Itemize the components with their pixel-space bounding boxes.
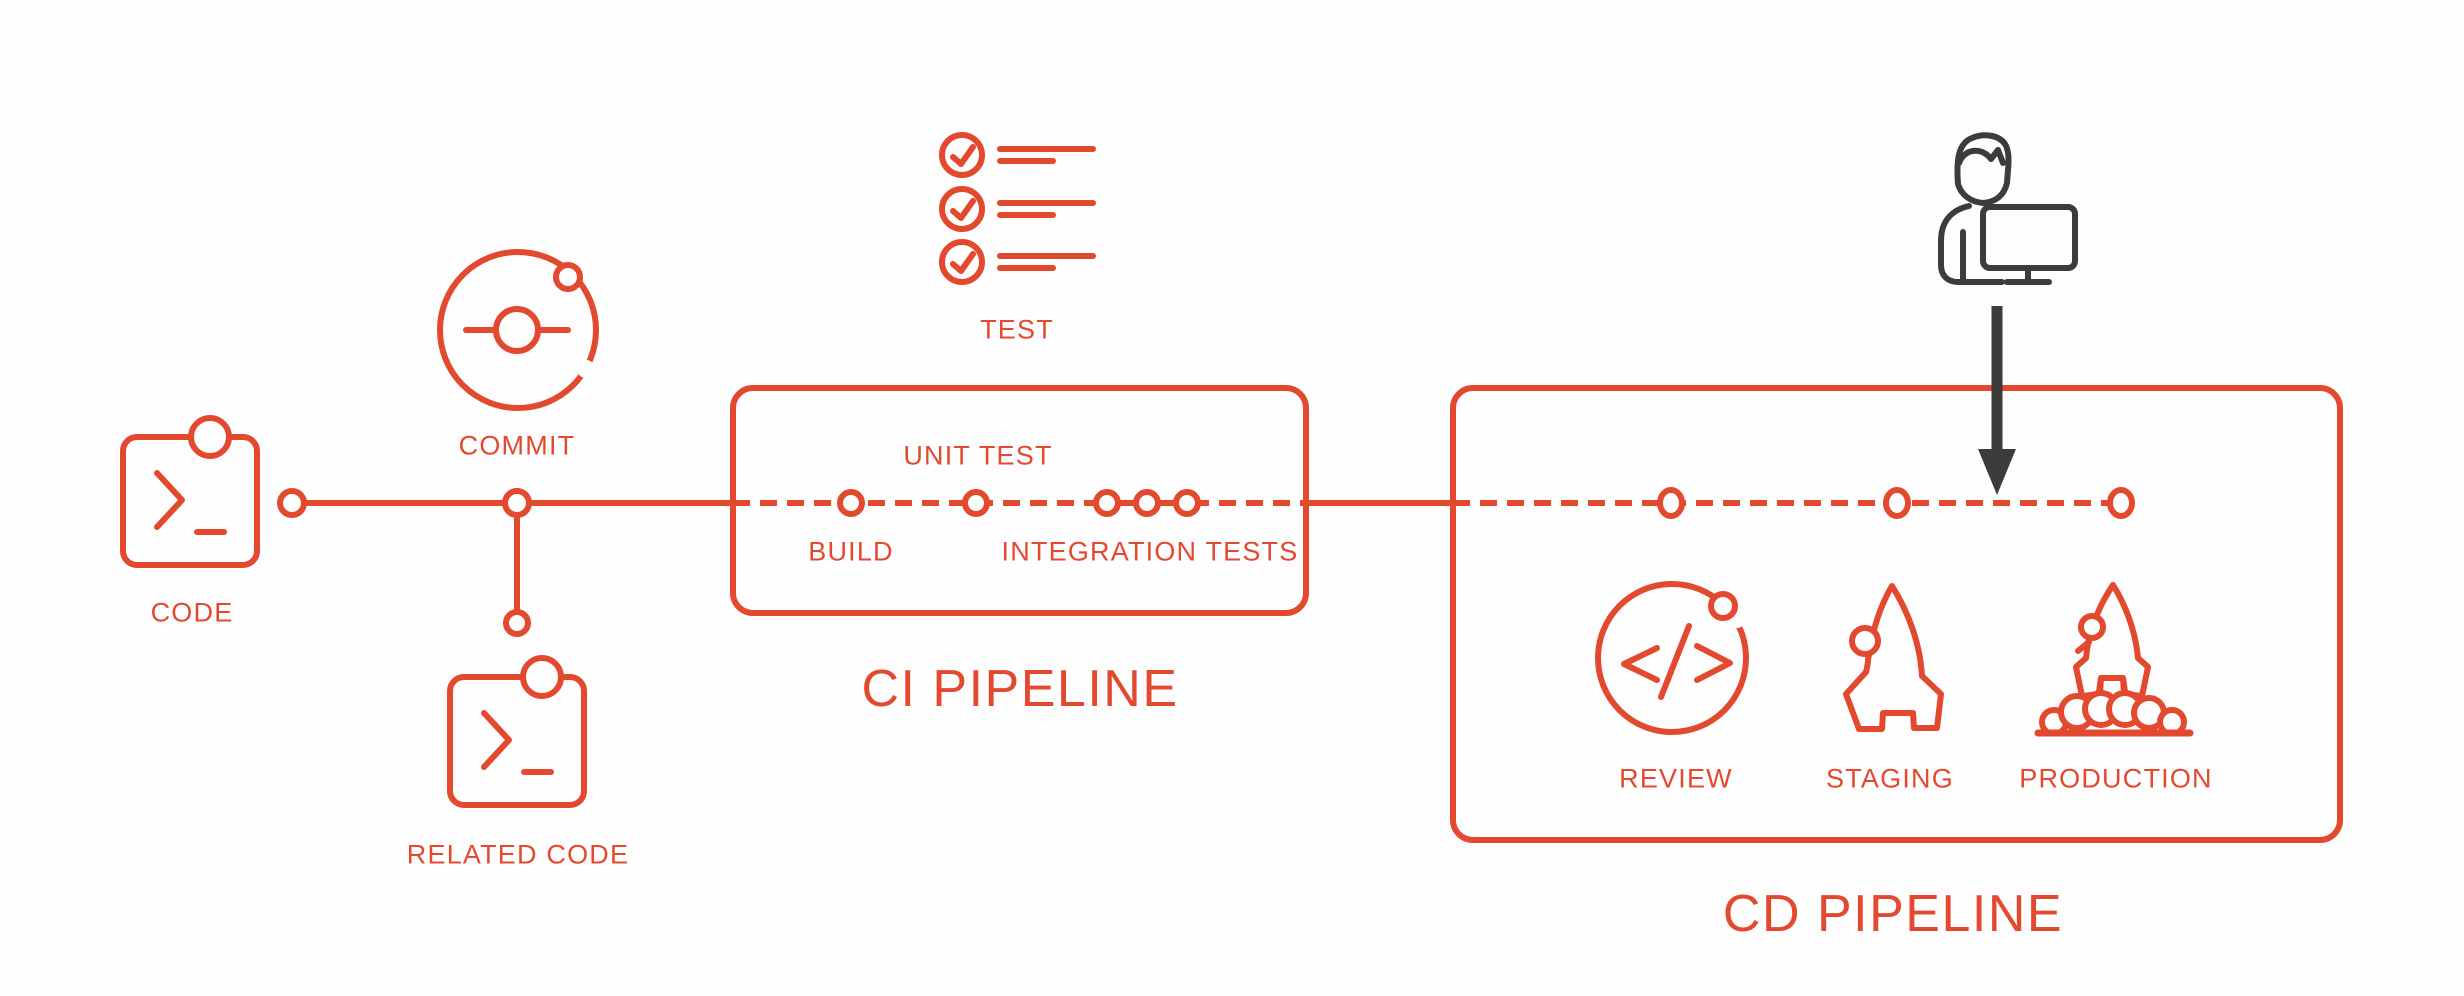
staging-rocket-icon (1843, 583, 1944, 732)
code-label: CODE (150, 597, 234, 628)
test-label: TEST (980, 314, 1054, 345)
cd-pipeline-title: CD PIPELINE (1722, 885, 2064, 943)
manual-deploy-arrow-icon (1978, 306, 2016, 495)
review-label: REVIEW (1619, 763, 1733, 794)
code-icon (120, 415, 260, 568)
checklist-row (939, 239, 1096, 285)
main-timeline (277, 487, 2135, 637)
staging-label: STAGING (1826, 763, 1954, 794)
developer-at-computer-icon (1938, 132, 2078, 285)
review-icon (1595, 581, 1749, 735)
ci-pipeline-title: CI PIPELINE (861, 660, 1179, 718)
timeline-node (277, 487, 2135, 637)
unit-test-label: UNIT TEST (903, 440, 1053, 471)
checklist-row (939, 186, 1096, 232)
test-checklist-icon (939, 132, 1096, 285)
cd-pipeline-box (1450, 385, 2343, 843)
commit-icon (437, 249, 599, 411)
related-code-label: RELATED CODE (406, 839, 630, 870)
related-code-icon (447, 655, 587, 808)
build-label: BUILD (808, 536, 894, 567)
checklist-row (939, 132, 1096, 178)
integration-tests-label: INTEGRATION TESTS (1001, 536, 1299, 567)
commit-label: COMMIT (458, 430, 576, 461)
production-label: PRODUCTION (2019, 763, 2213, 794)
production-rocket-icon (2034, 582, 2196, 760)
